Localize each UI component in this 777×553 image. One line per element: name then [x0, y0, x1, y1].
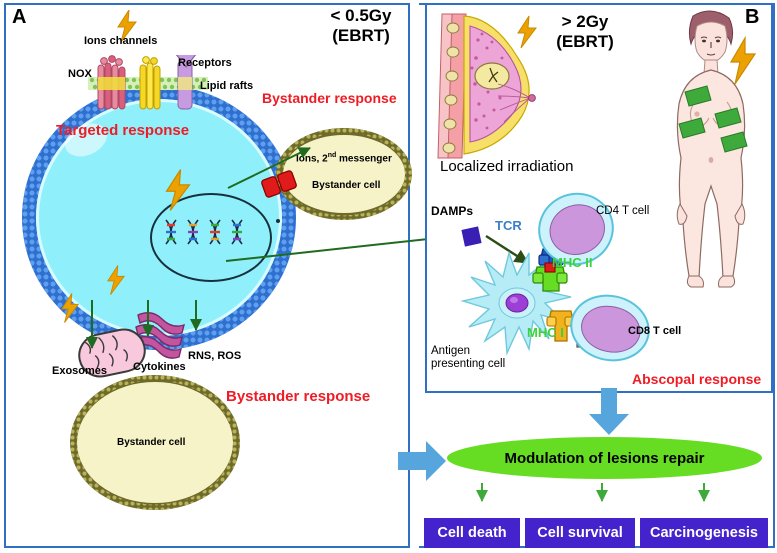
bystander-membrane-dots: [70, 375, 240, 510]
dna-icon: [164, 217, 252, 247]
lightning-bolt-icon: [116, 9, 138, 47]
ions-messenger-post: messenger: [336, 153, 392, 165]
damp-arrow: [484, 233, 538, 276]
outcome-arrows: [472, 483, 732, 516]
exosomes-label: Exosomes: [52, 365, 108, 377]
mhc2-label: MHC II: [552, 255, 593, 270]
lightning-bolt-icon: [164, 169, 192, 216]
damp-molecule-icon: [461, 226, 482, 247]
damps-label: DAMPs: [431, 204, 474, 218]
lipid-rafts-label: Lipid rafts: [200, 80, 254, 92]
panel-b-label: B: [745, 6, 760, 28]
ions-messenger-label: Ions, 2nd messenger: [296, 152, 392, 165]
ions-messenger-pre: Ions, 2: [296, 153, 328, 165]
abscopal-response-label: Abscopal response: [632, 371, 762, 387]
mhc1-label: MHC I: [527, 325, 564, 340]
modulation-label: Modulation of lesions repair: [504, 449, 705, 467]
outcome-label: Cell survival: [537, 525, 623, 541]
rns-ros-label: RNS, ROS: [188, 350, 242, 362]
bystander-response-bottom-label: Bystander response: [226, 388, 371, 405]
bystander-right-arrow: [398, 440, 448, 487]
panel-a-dose-line2: (EBRT): [332, 26, 390, 46]
nuclear-dot: [276, 219, 280, 223]
lightning-bolt-icon: [106, 265, 126, 300]
antigen-presenting-cell: [455, 245, 585, 370]
panel-b-dose-line1: > 2Gy: [561, 12, 609, 31]
bystander-cell-bottom-label: Bystander cell: [117, 437, 186, 448]
localized-irradiation-label: Localized irradiation: [440, 158, 574, 175]
mitochondrion: [74, 324, 150, 382]
membrane-channel-icon: [259, 168, 298, 200]
panel-b-dose: > 2Gy (EBRT): [540, 12, 630, 53]
bystander-response-top-label: Bystander response: [262, 90, 397, 106]
apc-label-line2: presenting cell: [431, 358, 506, 371]
membrane-protein-cluster: [74, 48, 234, 115]
bystander-membrane-dots: [276, 128, 412, 220]
outcome-label: Carcinogenesis: [650, 525, 758, 541]
modulation-oval: Modulation of lesions repair: [447, 437, 762, 479]
outcome-box-cell-survival: Cell survival: [525, 518, 635, 548]
lightning-bolt-icon: [516, 14, 538, 55]
lightning-bolt-icon: [60, 293, 80, 328]
apc-label-line1: Antigen: [431, 345, 471, 357]
targeted-cell: [22, 85, 296, 382]
cd8-label: CD8 T cell: [628, 325, 682, 337]
bystander-cell-top-label: Bystander cell: [312, 180, 381, 191]
outcome-label: Cell death: [437, 525, 507, 541]
breast-anatomy-illustration: [432, 12, 552, 160]
nucleus: [150, 193, 272, 282]
cytokines-label: Cytokines: [133, 361, 186, 373]
receptors-label: Receptors: [178, 57, 232, 69]
ions-channels-label: Ions channels: [84, 35, 158, 47]
emission-arrows: [86, 300, 216, 363]
arrow-to-panel-b: [224, 228, 464, 273]
tcr-label: TCR: [495, 218, 522, 233]
cd4-label: CD4 T cell: [596, 205, 650, 217]
abscopal-down-arrow: [586, 388, 632, 441]
outcome-box-carcinogenesis: Carcinogenesis: [640, 518, 768, 548]
apc-label: Antigen presenting cell: [431, 345, 505, 371]
outcome-box-cell-death: Cell death: [424, 518, 520, 548]
nox-label: NOX: [68, 68, 92, 80]
bystander-cell-bottom: [70, 375, 240, 510]
panel-a-dose-line1: < 0.5Gy: [330, 6, 392, 25]
ions-messenger-sup: nd: [327, 152, 337, 159]
targeted-response-label: Targeted response: [56, 122, 190, 139]
panel-a-label: A: [12, 6, 27, 28]
female-body-illustration: [655, 8, 767, 290]
panel-a-dose: < 0.5Gy (EBRT): [318, 6, 404, 47]
panel-b-dose-line2: (EBRT): [556, 32, 614, 52]
signal-arrow-to-bystander: [226, 140, 318, 197]
